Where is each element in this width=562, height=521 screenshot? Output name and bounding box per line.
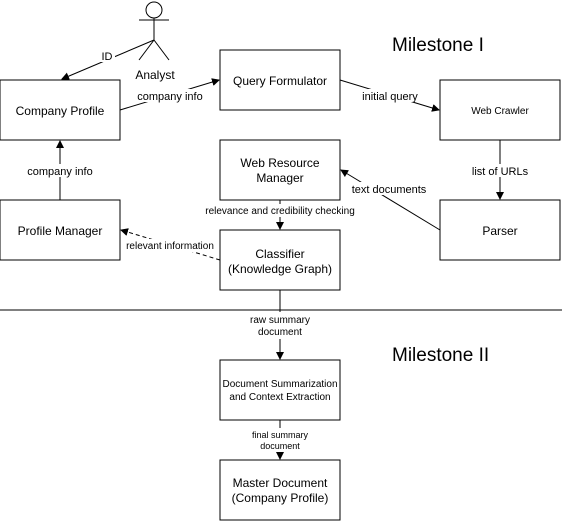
- edge-label-id: ID: [102, 51, 113, 63]
- document-summarization-label-line1: Document Summarization: [222, 379, 337, 390]
- edge-classifier-to-profile-manager: relevant information: [120, 228, 221, 261]
- web-crawler-box[interactable]: Web Crawler: [439, 79, 561, 141]
- edge-label-list-of-urls: list of URLs: [472, 166, 529, 178]
- svg-text:(Company Profile): (Company Profile): [232, 491, 329, 505]
- document-summarization-box[interactable]: Document Summarization and Context Extra…: [219, 359, 341, 421]
- edge-label-final-summary-line2: document: [260, 441, 300, 451]
- edge-company-profile-to-query-formulator: company info: [119, 78, 220, 111]
- svg-text:Profile Manager: Profile Manager: [18, 224, 103, 238]
- company-profile-label: Company Profile: [16, 104, 105, 118]
- edge-doc-summarization-to-master-document: final summary document: [246, 420, 314, 460]
- edge-label-final-summary-line1: final summary: [252, 430, 309, 440]
- svg-text:(Knowledge Graph): (Knowledge Graph): [228, 262, 332, 276]
- milestone-one-title: Milestone I: [392, 35, 484, 56]
- web-resource-manager-label-line1: Web Resource: [240, 156, 319, 170]
- milestone-two-title: Milestone II: [392, 345, 489, 366]
- classifier-label-line2: (Knowledge Graph): [228, 262, 332, 276]
- master-document-label-line2: (Company Profile): [232, 491, 329, 505]
- analyst-actor: [138, 1, 170, 61]
- edge-classifier-to-doc-summarization: raw summary document: [244, 290, 316, 360]
- edge-label-raw-summary-line1: raw summary: [250, 315, 310, 326]
- edge-web-resource-manager-to-classifier: relevance and credibility checking: [204, 200, 356, 230]
- svg-text:Parser: Parser: [482, 224, 517, 238]
- edge-query-formulator-to-web-crawler: initial query: [339, 79, 440, 112]
- edge-web-crawler-to-parser: list of URLs: [470, 140, 530, 200]
- parser-label: Parser: [482, 224, 517, 238]
- profile-manager-box[interactable]: Profile Manager: [0, 199, 121, 261]
- svg-text:Classifier: Classifier: [255, 247, 304, 261]
- edge-label-company-info-top: company info: [137, 91, 202, 103]
- web-crawler-label: Web Crawler: [471, 106, 529, 117]
- edge-label-relevant-information: relevant information: [126, 241, 214, 252]
- master-document-box[interactable]: Master Document (Company Profile): [219, 459, 341, 521]
- parser-box[interactable]: Parser: [439, 199, 561, 261]
- classifier-label-line1: Classifier: [255, 247, 304, 261]
- edge-parser-to-web-resource-manager: text documents: [340, 169, 441, 231]
- svg-text:Web Crawler: Web Crawler: [471, 106, 529, 117]
- edge-analyst-to-company-profile: ID: [61, 39, 155, 80]
- document-summarization-label-line2: and Context Extraction: [229, 392, 330, 403]
- svg-text:Document Summarization: Document Summarization: [222, 379, 337, 390]
- web-resource-manager-box[interactable]: Web Resource Manager: [219, 139, 341, 201]
- edge-label-company-info-left: company info: [27, 166, 92, 178]
- edge-label-text-documents: text documents: [352, 184, 427, 196]
- query-formulator-label: Query Formulator: [233, 74, 327, 88]
- classifier-box[interactable]: Classifier (Knowledge Graph): [219, 229, 341, 291]
- svg-text:Query Formulator: Query Formulator: [233, 74, 327, 88]
- svg-text:Company Profile: Company Profile: [16, 104, 105, 118]
- edge-label-relevance: relevance and credibility checking: [205, 206, 355, 217]
- company-profile-box[interactable]: Company Profile: [0, 79, 121, 141]
- web-resource-manager-label-line2: Manager: [256, 171, 303, 185]
- edge-profile-manager-to-company-profile: company info: [26, 140, 94, 200]
- analyst-label: Analyst: [135, 68, 175, 82]
- svg-text:Master Document: Master Document: [233, 476, 328, 490]
- profile-manager-label: Profile Manager: [18, 224, 103, 238]
- svg-text:Manager: Manager: [256, 171, 303, 185]
- edge-label-initial-query: initial query: [362, 91, 418, 103]
- query-formulator-box[interactable]: Query Formulator: [219, 49, 341, 111]
- svg-text:Web Resource: Web Resource: [240, 156, 319, 170]
- svg-text:and Context Extraction: and Context Extraction: [229, 392, 330, 403]
- edge-label-raw-summary-line2: document: [258, 327, 302, 338]
- master-document-label-line1: Master Document: [233, 476, 328, 490]
